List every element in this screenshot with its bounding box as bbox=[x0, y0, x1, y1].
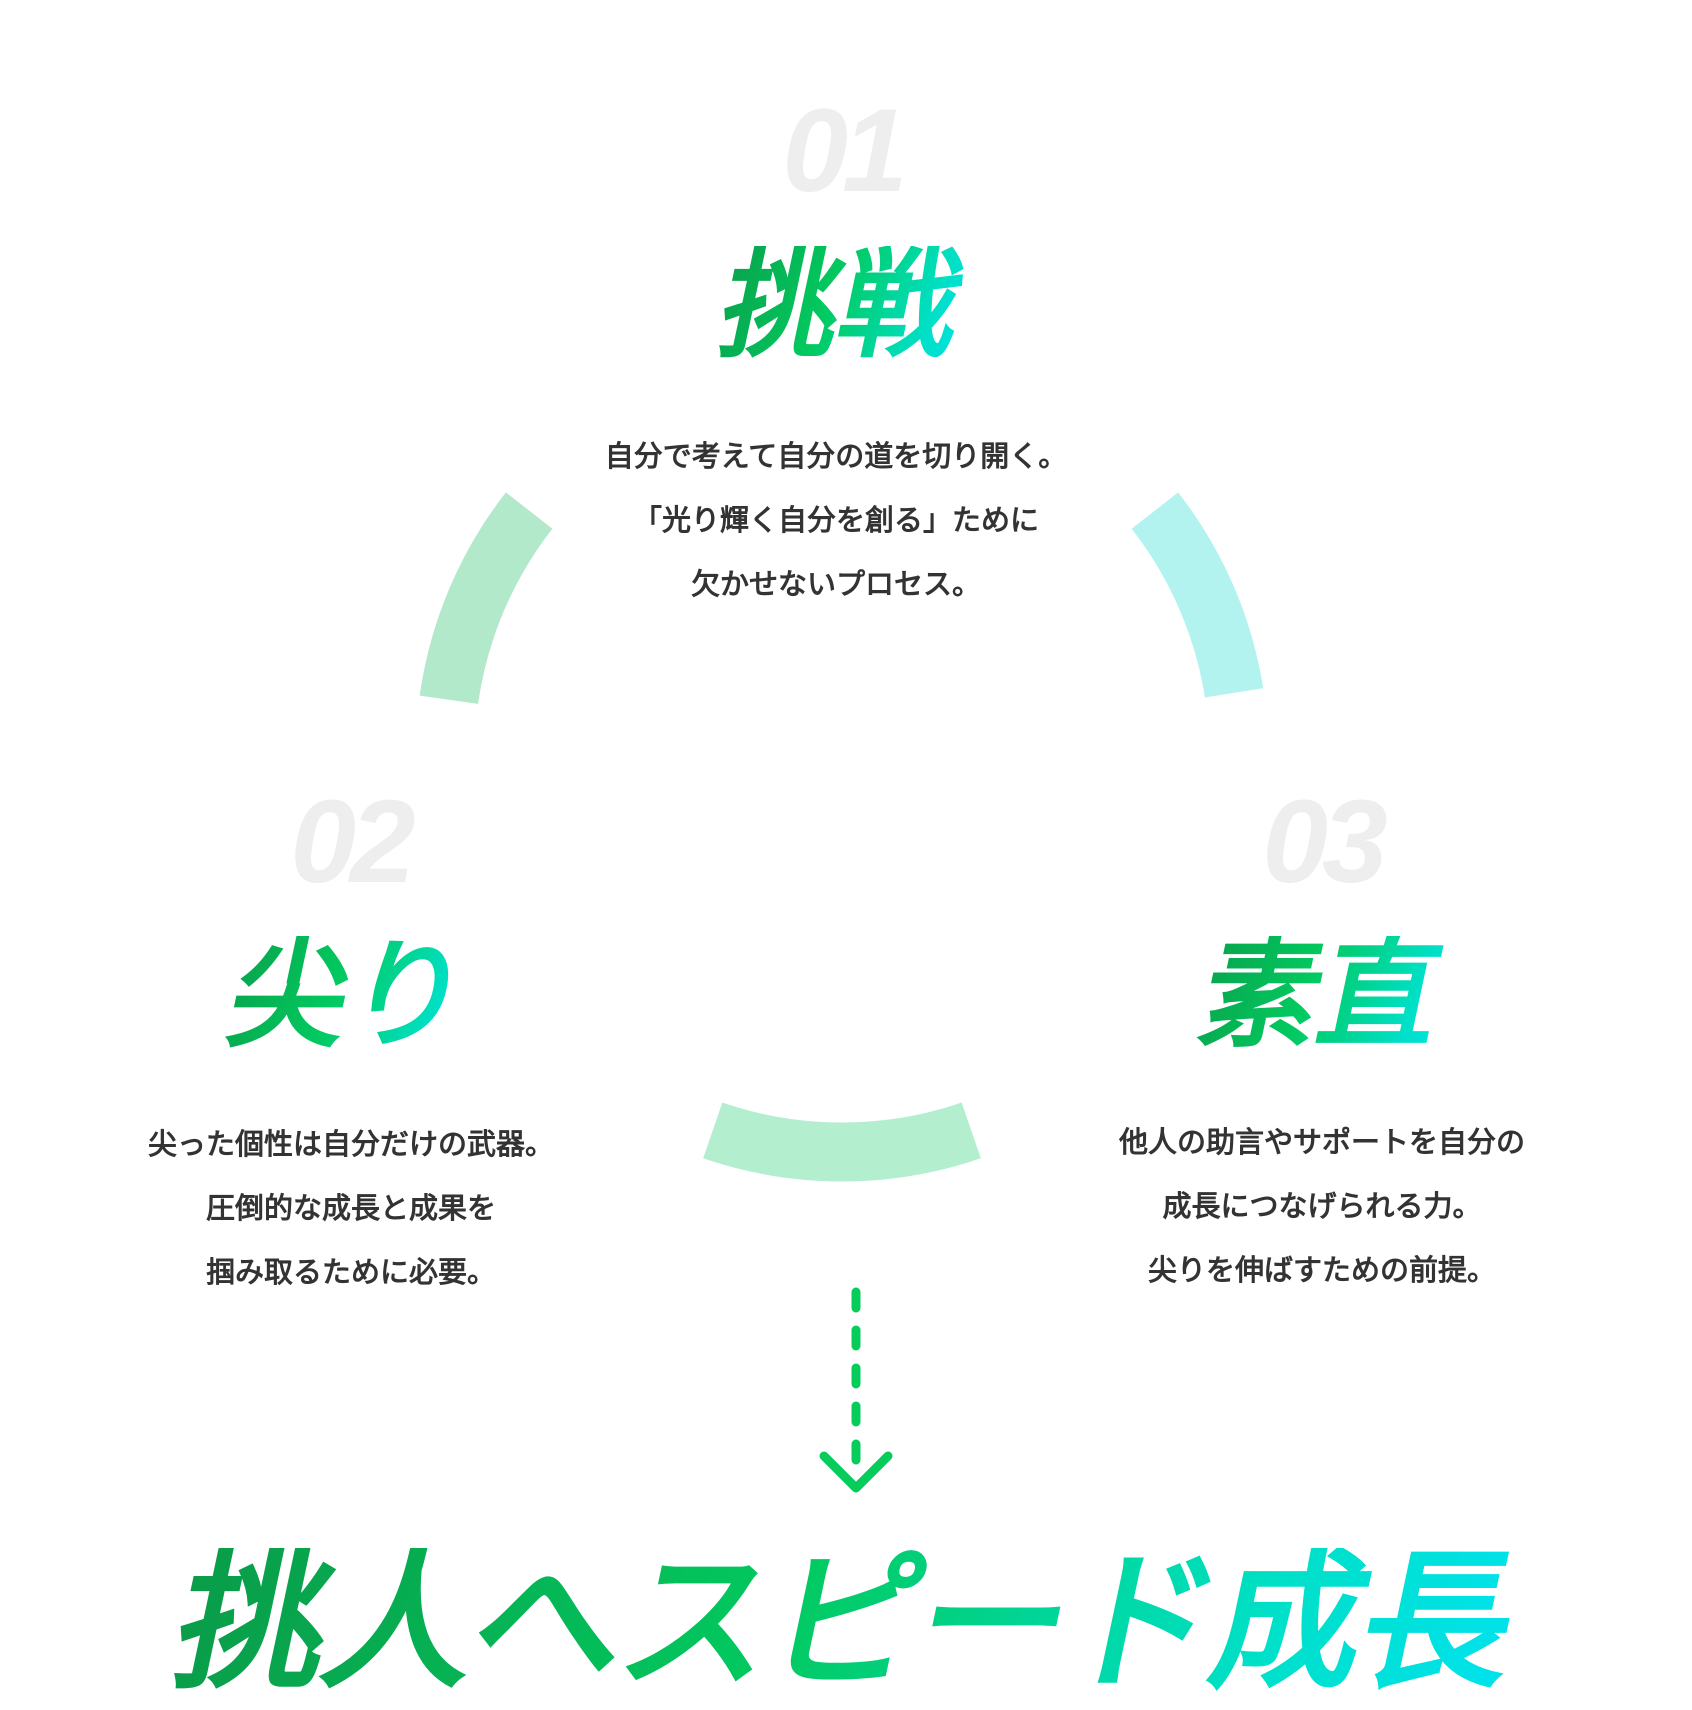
step-title-challenge: 挑戦 bbox=[679, 236, 1004, 374]
step-number-01: 01 bbox=[782, 85, 907, 217]
conclusion-heading: 挑人へスピード成長 bbox=[144, 1536, 1548, 1710]
description-line: 他人の助言やサポートを自分の bbox=[1118, 1125, 1525, 1159]
step-number-03: 03 bbox=[1262, 776, 1387, 908]
description-line: 成長につなげられる力。 bbox=[1162, 1189, 1482, 1223]
step-number-02: 02 bbox=[290, 776, 415, 908]
cycle-arc-left bbox=[419, 492, 553, 705]
description-line: 自分で考えて自分の道を切り開く。 bbox=[604, 439, 1068, 473]
description-line: 尖りを伸ばすための前提。 bbox=[1147, 1253, 1496, 1287]
step-description-challenge: 自分で考えて自分の道を切り開く。 「光り輝く自分を創る」ために 欠かせないプロセ… bbox=[556, 424, 1116, 616]
step-title-edge: 尖り bbox=[187, 926, 512, 1064]
description-line: 「光り輝く自分を創る」ために bbox=[632, 503, 1039, 537]
description-line: 掴み取るために必要。 bbox=[205, 1255, 496, 1289]
step-title-honesty: 素直 bbox=[1159, 926, 1484, 1064]
description-line: 尖った個性は自分だけの武器。 bbox=[147, 1127, 554, 1161]
arrow-down-icon bbox=[819, 1451, 893, 1493]
step-description-honesty: 他人の助言やサポートを自分の 成長につなげられる力。 尖りを伸ばすための前提。 bbox=[1042, 1110, 1602, 1302]
cycle-arc-right bbox=[1131, 492, 1264, 698]
step-description-edge: 尖った個性は自分だけの武器。 圧倒的な成長と成果を 掴み取るために必要。 bbox=[71, 1112, 631, 1304]
description-line: 圧倒的な成長と成果を bbox=[205, 1191, 496, 1225]
description-line: 欠かせないプロセス。 bbox=[690, 567, 981, 601]
cycle-arc-bottom bbox=[703, 1102, 981, 1182]
